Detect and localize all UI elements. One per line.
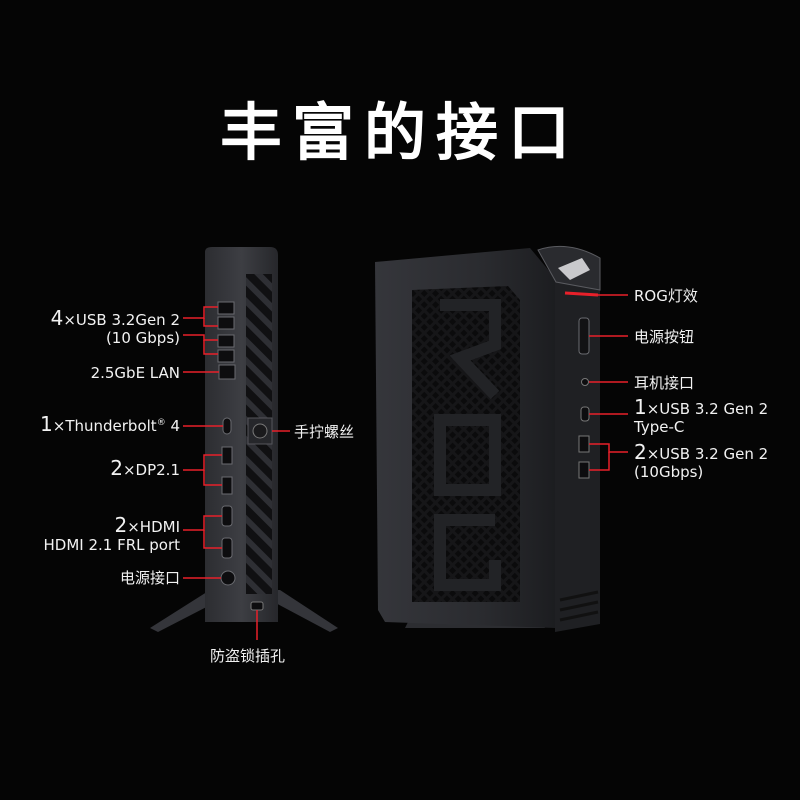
dp-port [221, 476, 233, 495]
label-power-port: 电源接口 [119, 569, 180, 587]
usb-a-text: ×USB 3.2Gen 2 [63, 311, 180, 329]
left-stand [150, 590, 338, 632]
dp-port [221, 446, 233, 465]
usb-a-speed: (10 Gbps) [105, 329, 180, 347]
left-device-rear [150, 247, 338, 640]
hdmi-port [221, 505, 233, 527]
label-thumb-screw: 手拧螺丝 [294, 423, 355, 441]
usb-a-front-count: 2 [634, 440, 647, 464]
label-hdmi: 2×HDMI HDMI 2.1 FRL port [43, 513, 180, 554]
label-lan: 2.5GbE LAN [90, 364, 180, 382]
usb-a-port [217, 301, 235, 315]
usb-c-count: 1 [634, 395, 647, 419]
hdmi-sub: HDMI 2.1 FRL port [43, 536, 180, 554]
label-power-button: 电源按钮 [634, 328, 695, 346]
hdmi-count: 2 [114, 513, 128, 537]
front-mesh [412, 286, 520, 602]
lan-port [218, 364, 236, 380]
label-usb-a: 4×USB 3.2Gen 2 (10 Gbps) [50, 306, 180, 347]
usb-a-front-speed: (10Gbps) [634, 463, 704, 481]
label-dp: 2×DP2.1 [110, 456, 180, 480]
hdmi-text: ×HDMI [127, 518, 180, 536]
page-title: 丰富的接口 [219, 96, 580, 169]
thunderbolt-port [222, 417, 232, 435]
label-thunderbolt: 1×Thunderbolt® 4 [40, 414, 180, 435]
usb-a-port-front [578, 461, 590, 479]
usb-c-type: Type-C [634, 418, 685, 436]
lock-slot [250, 601, 264, 611]
label-usb-a-front: 2×USB 3.2 Gen 2 (10Gbps) [634, 440, 769, 481]
label-rog-light: ROG灯效 [634, 287, 698, 305]
power-button [578, 317, 590, 355]
hdmi-port [221, 537, 233, 559]
rog-letters [434, 299, 501, 591]
registered-mark: ® [156, 418, 166, 428]
usb-a-port-front [578, 435, 590, 453]
thunderbolt-version: 4 [165, 417, 180, 435]
usb-a-port [217, 316, 235, 330]
dp-count: 2 [110, 456, 123, 480]
label-lock-slot: 防盗锁插孔 [210, 647, 286, 665]
rog-light-bar [564, 291, 599, 297]
usb-a-port [217, 334, 235, 348]
left-callout-lines [183, 306, 290, 640]
label-headphone: 耳机接口 [634, 374, 695, 392]
usb-a-front-text: ×USB 3.2 Gen 2 [646, 445, 769, 463]
right-device-front [375, 245, 628, 632]
usb-c-port [580, 406, 590, 422]
thunderbolt-text: ×Thunderbolt [52, 417, 157, 435]
usb-a-count: 4 [50, 306, 64, 330]
thunderbolt-count: 1 [40, 412, 53, 436]
right-callout-lines [589, 294, 628, 471]
usb-a-port [217, 349, 235, 363]
headphone-jack [581, 378, 589, 386]
usb-c-text: ×USB 3.2 Gen 2 [646, 400, 769, 418]
rog-logo [558, 258, 590, 280]
label-usb-c: 1×USB 3.2 Gen 2 Type-C [634, 395, 769, 436]
dp-text: ×DP2.1 [122, 461, 180, 479]
dc-power-port [220, 570, 236, 586]
